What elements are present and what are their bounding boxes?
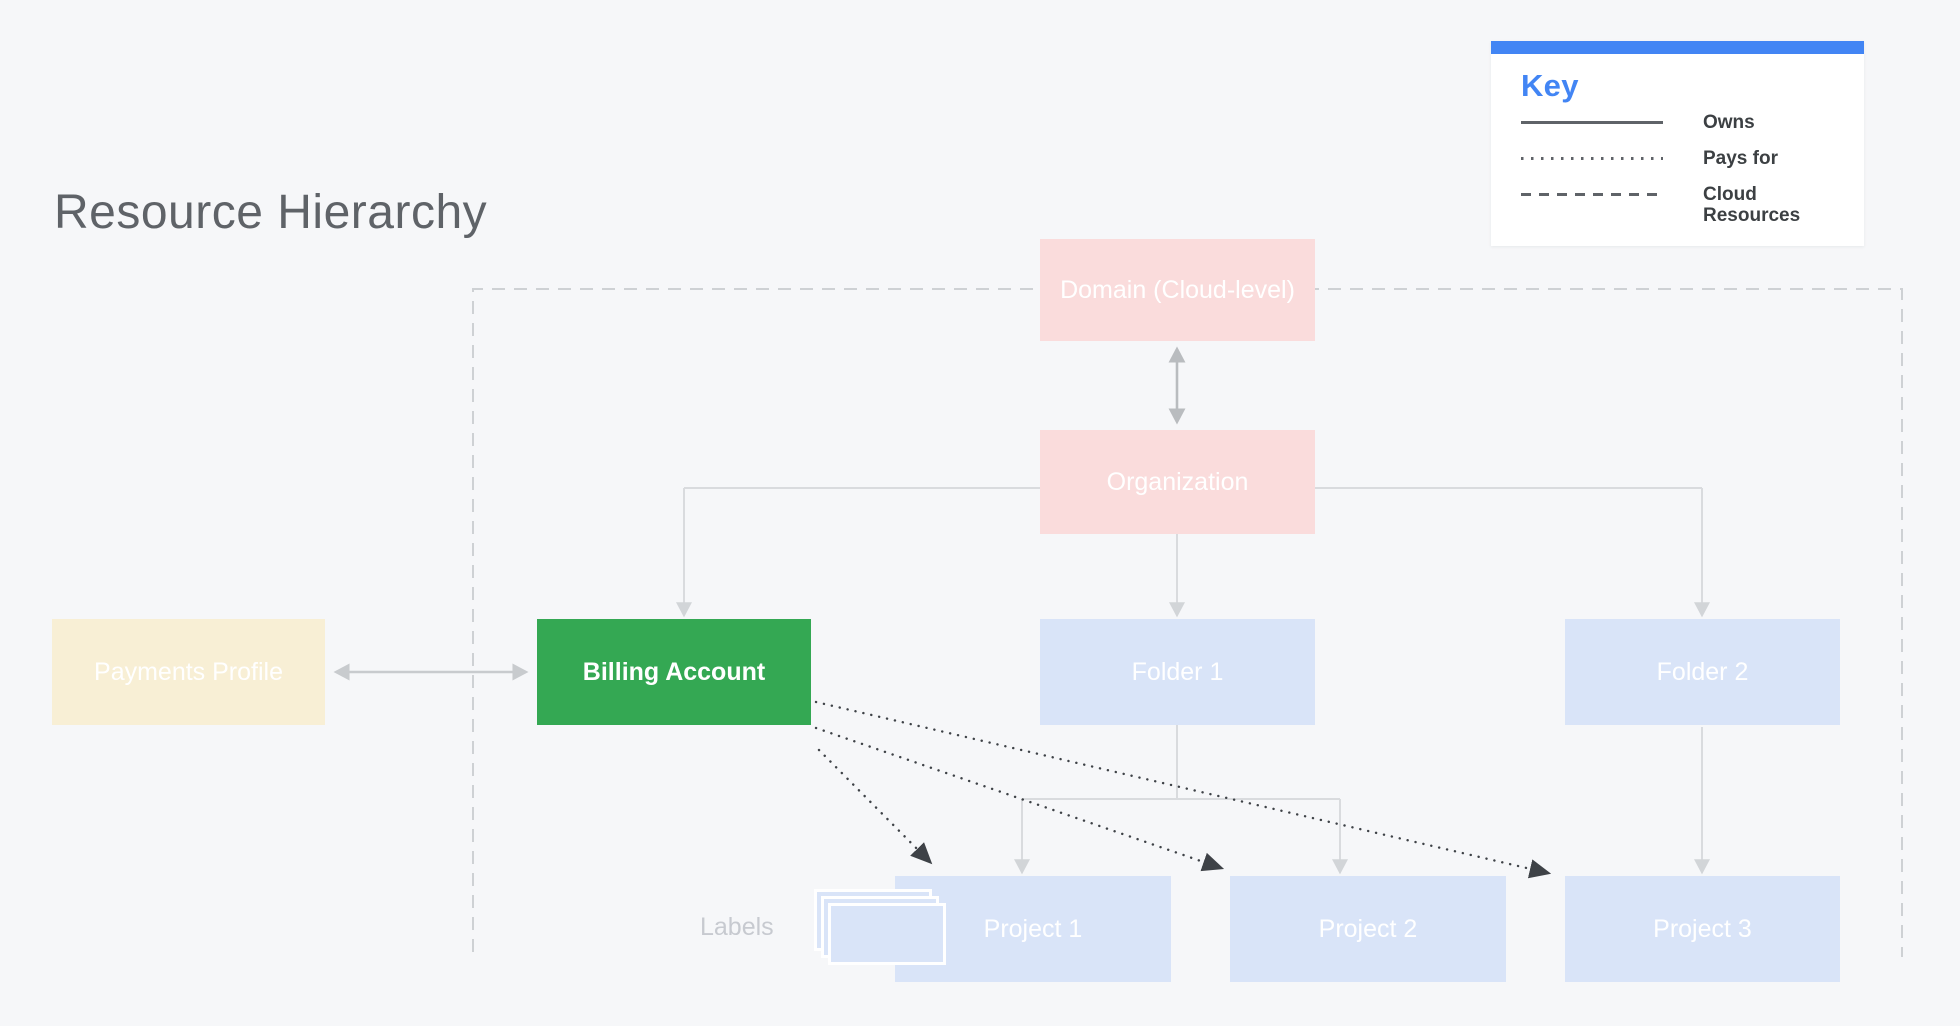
node-project-3-label: Project 3 [1653,914,1752,943]
solid-line-sample [1521,121,1663,124]
node-project-2: Project 2 [1230,876,1506,982]
node-folder-1-label: Folder 1 [1131,657,1224,686]
node-billing-account: Billing Account [537,619,811,725]
node-project-2-label: Project 2 [1318,914,1418,943]
node-folder-2-label: Folder 2 [1656,657,1749,686]
node-organization-label: Organization [1106,467,1249,496]
node-domain-label: Domain (Cloud-level) [1060,275,1295,304]
key-cloud-resources-label: Cloud Resources [1703,184,1801,226]
pays-for-arrow-billing-account-project-1 [817,748,933,865]
key-pays-for-label: Pays for [1703,148,1778,169]
labels-caption: Labels [700,913,774,941]
dashed-line-sample [1521,193,1663,196]
node-folder-1: Folder 1 [1040,619,1315,725]
key-row-pays-for: Pays for [1521,148,1846,169]
node-project-3: Project 3 [1565,876,1840,982]
key-row-cloud-resources: Cloud Resources [1521,184,1846,226]
page-title: Resource Hierarchy [54,186,488,239]
pays-for-arrow-billing-account-project-2 [814,726,1225,872]
node-billing-account-label: Billing Account [582,657,766,686]
node-folder-2: Folder 2 [1565,619,1840,725]
key-owns-label: Owns [1703,112,1755,133]
key-legend-accent-bar [1491,41,1864,54]
node-domain: Domain (Cloud-level) [1040,239,1315,341]
node-payments-profile: Payments Profile [52,619,325,725]
dotted-line-sample [1521,157,1663,160]
key-legend: Key Owns Pays for Cloud Resources [1491,41,1864,246]
key-legend-title: Key [1521,68,1579,103]
node-organization: Organization [1040,430,1315,534]
node-project-1-label: Project 1 [983,914,1083,943]
labels-stack-icon [828,903,946,965]
key-row-owns: Owns [1521,112,1846,133]
node-payments-profile-label: Payments Profile [94,657,283,686]
pays-for-arrow-billing-account-project-3 [814,700,1552,879]
